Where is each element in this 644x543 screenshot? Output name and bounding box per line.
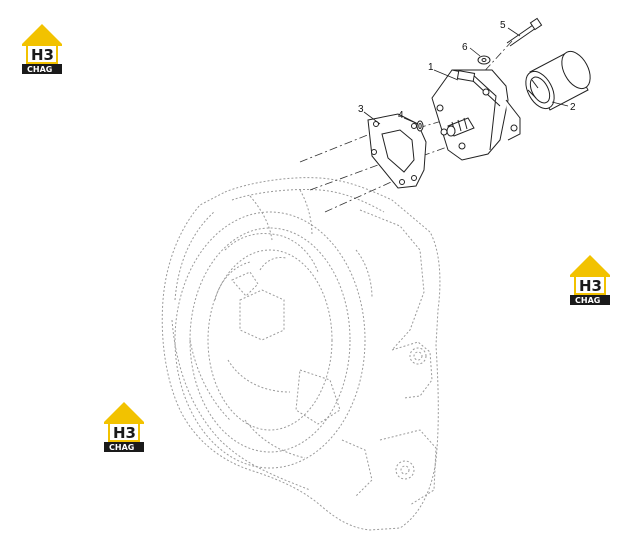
watermark-bottom-text: CHAG	[575, 296, 600, 305]
part-1-pump-body	[431, 69, 521, 161]
watermark-top-text: H3	[579, 277, 602, 295]
part-3-gasket-plate	[367, 113, 427, 189]
callout-6: 6	[462, 42, 468, 53]
alignment-lines	[299, 40, 513, 213]
leader-lines	[363, 27, 569, 125]
transmission-housing-outline	[161, 177, 441, 531]
part-2-filter-canister	[525, 50, 591, 111]
watermark-top-text: H3	[31, 46, 54, 64]
callout-4: 4	[398, 110, 404, 121]
part-6-washer	[477, 55, 491, 65]
watermark-bottom-text: CHAG	[109, 443, 134, 452]
watermark-bottom-text: CHAG	[27, 65, 52, 74]
callout-2: 2	[570, 102, 576, 113]
watermark-logo-bottom-left: H3 CHAG	[104, 402, 144, 452]
callout-3: 3	[358, 104, 364, 115]
callout-5: 5	[500, 20, 506, 31]
watermark-top-text: H3	[113, 424, 136, 442]
callout-1: 1	[428, 62, 434, 73]
part-5-bolt	[506, 17, 543, 47]
part-4-seal-ring	[416, 120, 424, 132]
watermark-logo-right: H3 CHAG	[570, 255, 610, 305]
watermark-logo-top-left: H3 CHAG	[22, 24, 62, 74]
